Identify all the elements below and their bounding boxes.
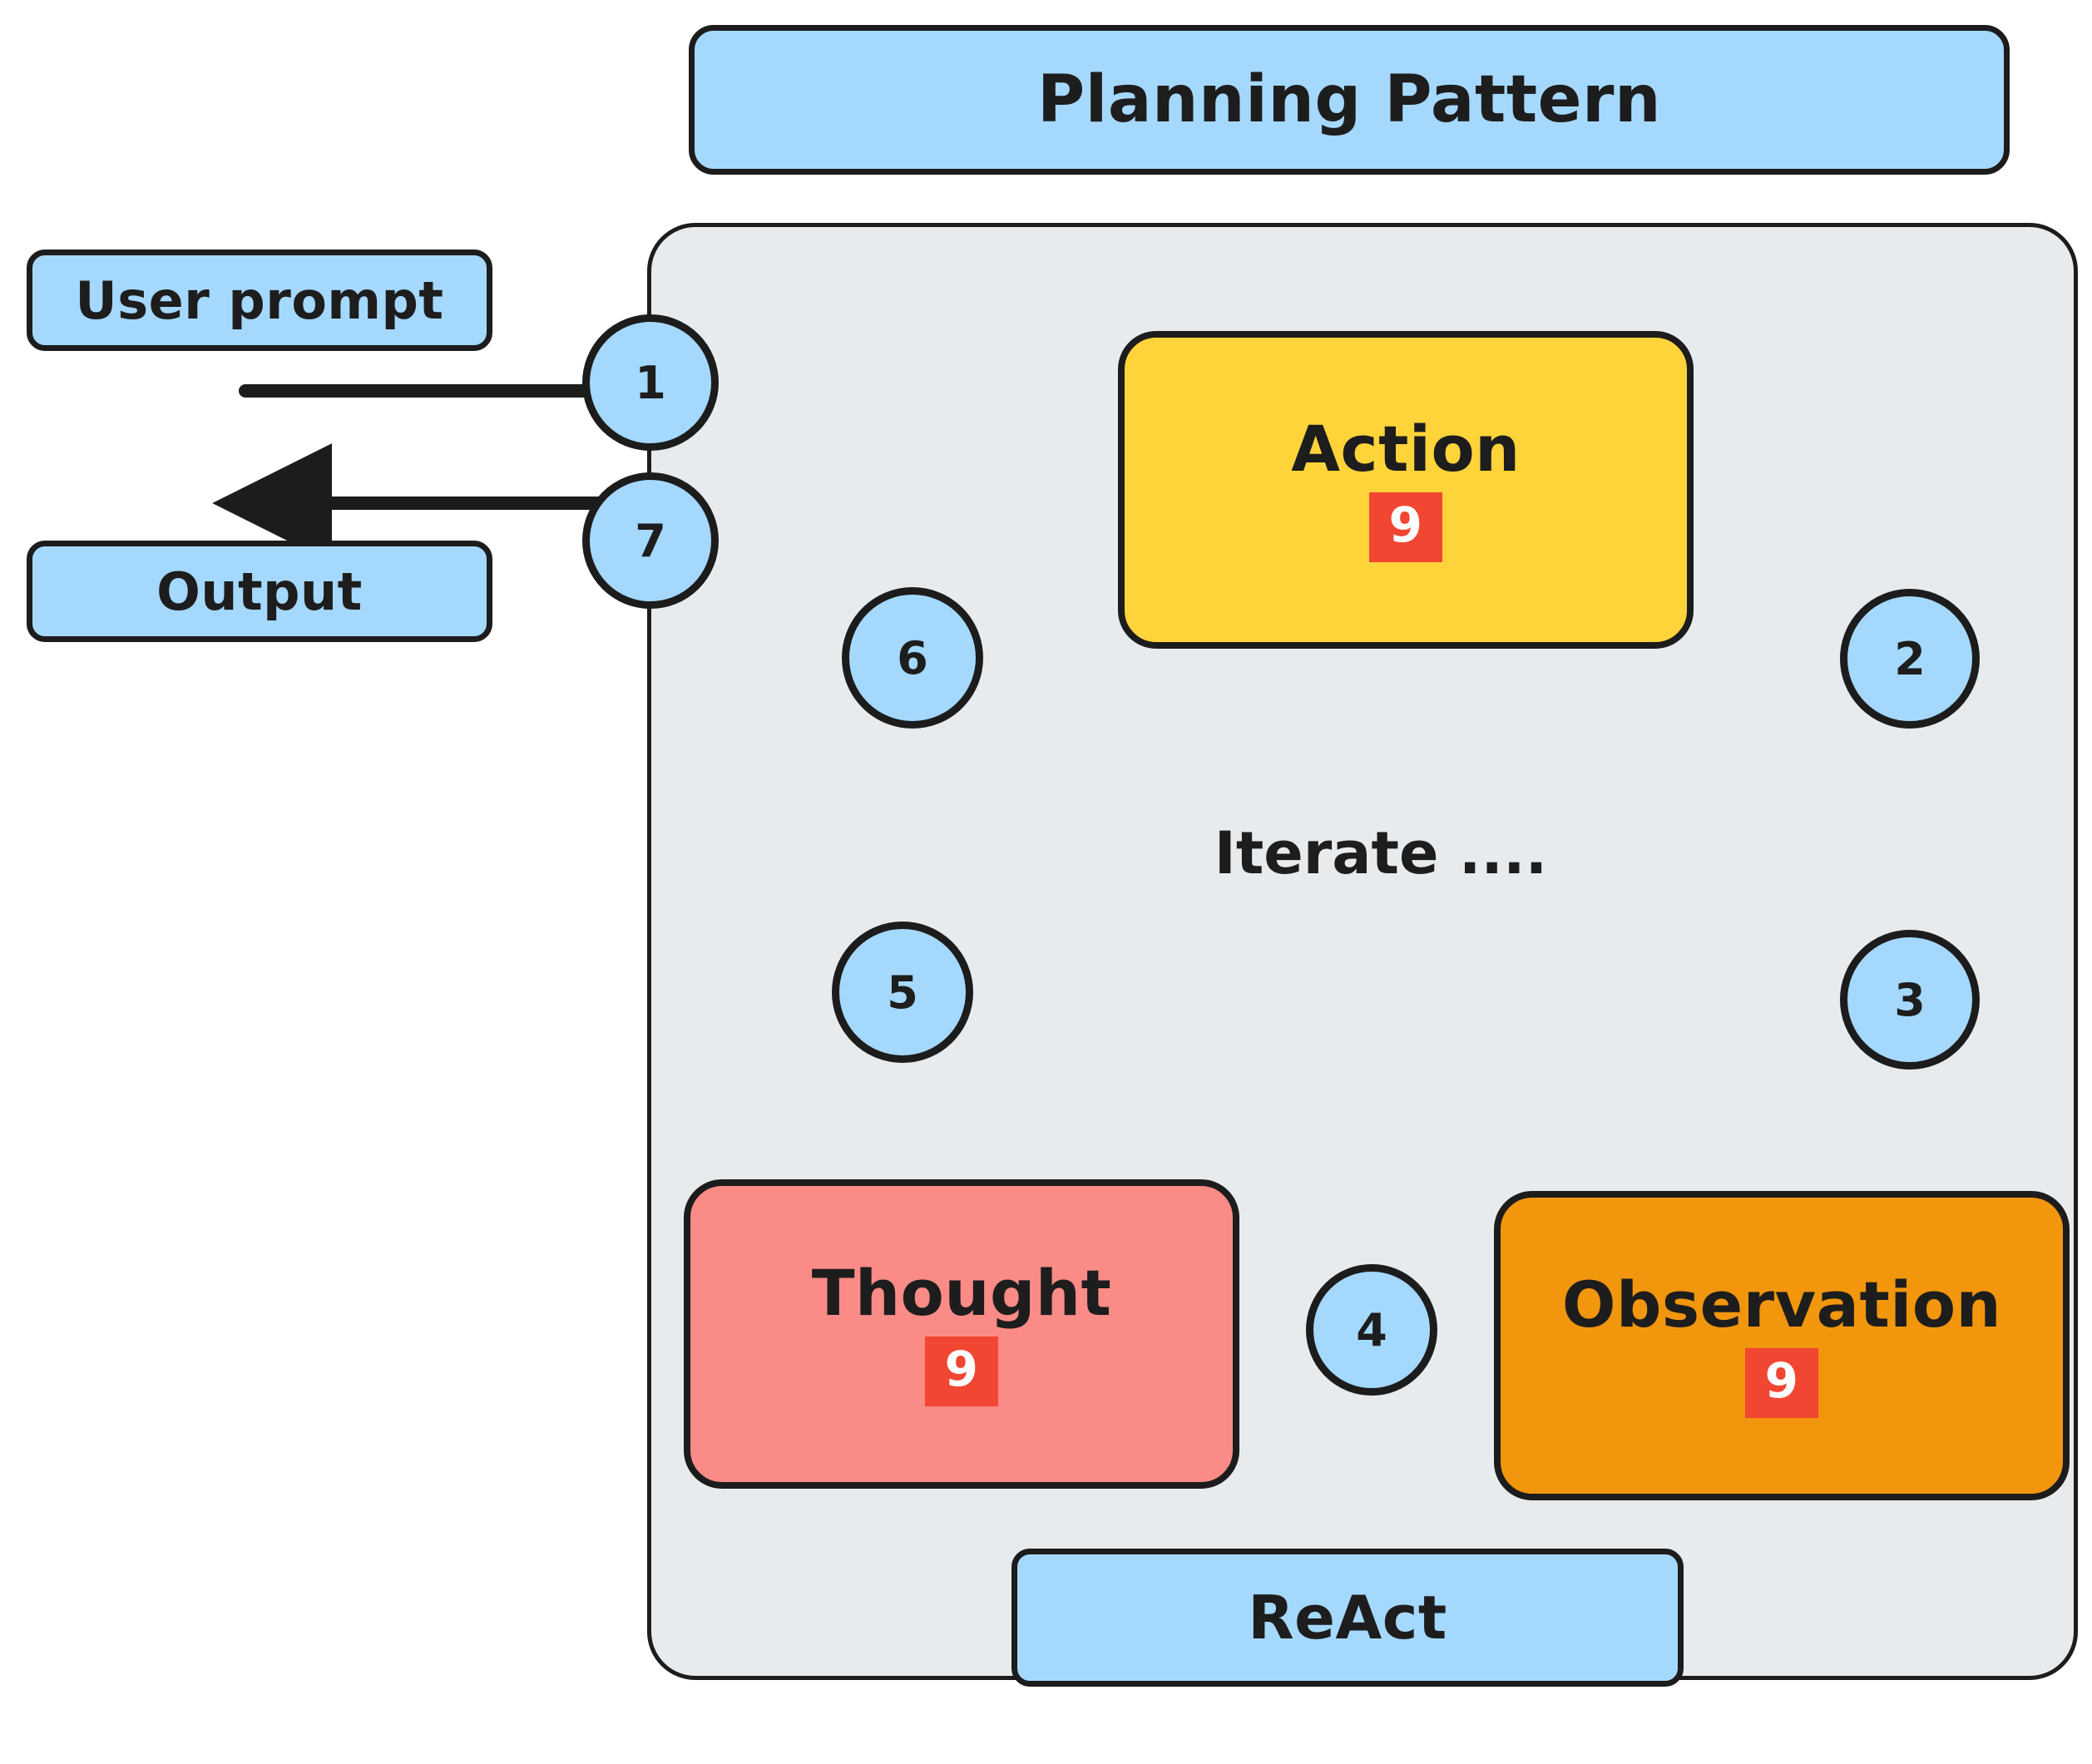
step-marker-1-text: 1 xyxy=(635,356,666,409)
step-marker-3-text: 3 xyxy=(1894,973,1926,1026)
node-observation-badge: 9 xyxy=(1744,1348,1819,1418)
step-marker-2[interactable]: 2 xyxy=(1840,589,1980,729)
node-observation[interactable]: Observation 9 xyxy=(1494,1191,2070,1500)
diagram-title-text: Planning Pattern xyxy=(1036,62,1662,137)
user-prompt-text: User prompt xyxy=(75,269,444,331)
node-observation-label: Observation xyxy=(1561,1267,2002,1342)
step-marker-4[interactable]: 4 xyxy=(1306,1264,1437,1396)
step-marker-4-text: 4 xyxy=(1356,1303,1387,1356)
node-action-label: Action xyxy=(1291,412,1521,486)
step-marker-6[interactable]: 6 xyxy=(842,587,983,729)
user-prompt-label: User prompt xyxy=(27,250,492,351)
node-thought[interactable]: Thought 9 xyxy=(684,1179,1239,1489)
step-marker-5[interactable]: 5 xyxy=(832,922,973,1063)
step-marker-6-text: 6 xyxy=(897,631,928,684)
output-label: Output xyxy=(27,541,492,642)
step-marker-2-text: 2 xyxy=(1894,632,1926,685)
diagram-title: Planning Pattern xyxy=(689,25,2010,175)
iterate-loop-label: Iterate .... xyxy=(1214,819,1548,887)
step-marker-7-text: 7 xyxy=(635,514,666,567)
react-label: ReAct xyxy=(1011,1549,1684,1687)
step-marker-5-text: 5 xyxy=(887,966,918,1019)
step-marker-3[interactable]: 3 xyxy=(1840,930,1980,1070)
node-action[interactable]: Action 9 xyxy=(1118,331,1694,649)
node-thought-label: Thought xyxy=(811,1256,1112,1330)
node-thought-badge: 9 xyxy=(924,1337,999,1406)
react-label-text: ReAct xyxy=(1248,1583,1447,1653)
step-marker-7[interactable]: 7 xyxy=(582,472,719,609)
node-action-badge: 9 xyxy=(1368,492,1443,562)
output-text: Output xyxy=(156,561,363,622)
step-marker-1[interactable]: 1 xyxy=(582,314,719,451)
